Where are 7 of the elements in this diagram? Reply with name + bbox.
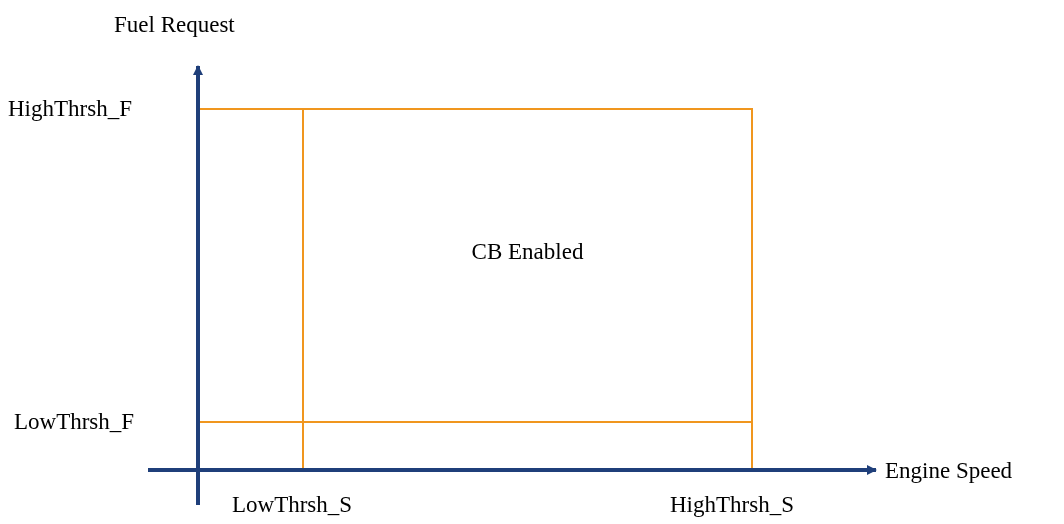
axis-tick-label: LowThrsh_F: [14, 409, 135, 435]
axis-title: Engine Speed: [885, 458, 1013, 484]
axis-tick-label: HighThrsh_F: [8, 96, 132, 122]
region-label: CB Enabled: [471, 238, 584, 265]
axis-tick-label: LowThrsh_S: [232, 492, 353, 518]
axis-title: Fuel Request: [114, 12, 235, 38]
axis-tick-label: HighThrsh_S: [670, 492, 794, 518]
